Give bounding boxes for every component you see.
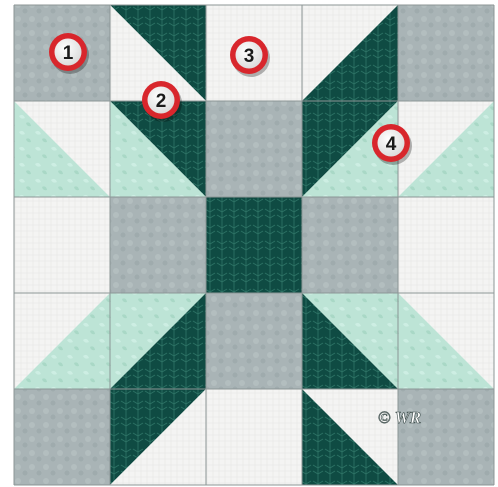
patch-r2c2 <box>206 197 302 293</box>
patch-r2c0 <box>14 197 110 293</box>
badge-number: 2 <box>156 91 167 112</box>
quilt-patches <box>14 5 494 485</box>
patch-r2c1 <box>110 197 206 293</box>
badge-number: 4 <box>386 134 397 155</box>
patch-r4c4 <box>398 389 494 485</box>
patch-r0c4 <box>398 5 494 101</box>
patch-r4c0 <box>14 389 110 485</box>
watermark-text: © WR <box>378 408 421 427</box>
badge-number: 1 <box>63 43 74 64</box>
patch-r2c4 <box>398 197 494 293</box>
patch-r1c2 <box>206 101 302 197</box>
patch-r2c3 <box>302 197 398 293</box>
badge-number: 3 <box>244 46 255 67</box>
patch-r4c2 <box>206 389 302 485</box>
patch-r3c2 <box>206 293 302 389</box>
